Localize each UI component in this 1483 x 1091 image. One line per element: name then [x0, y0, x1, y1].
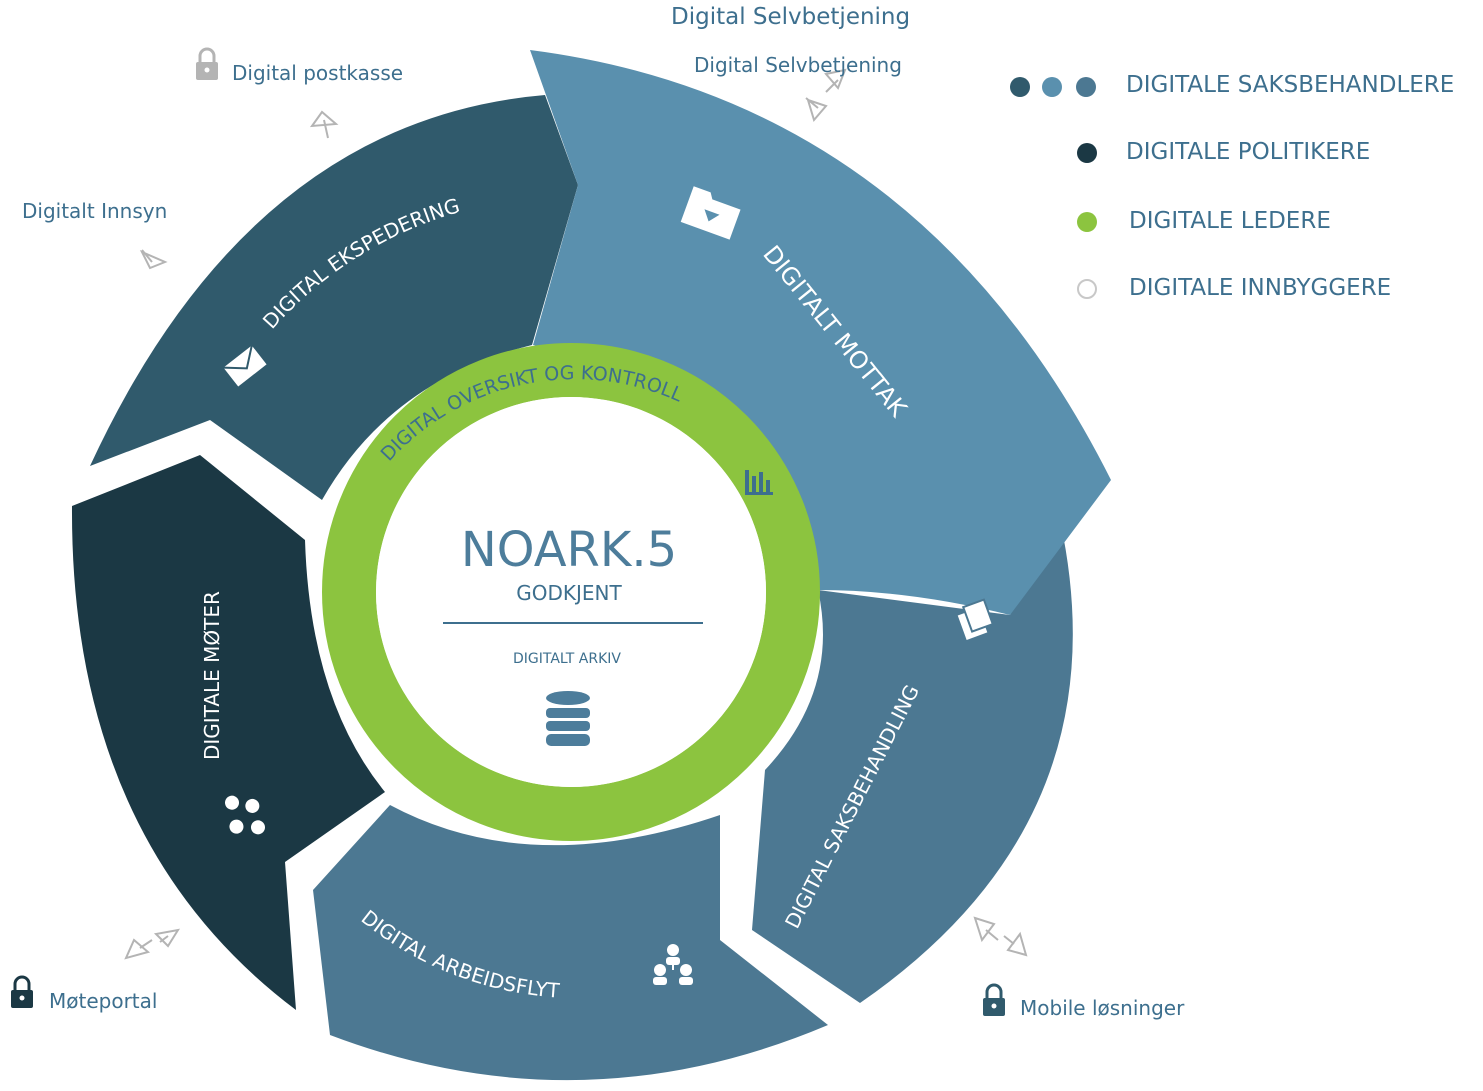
lock-icon — [983, 983, 1005, 1016]
segment-digitalt-mottak[interactable] — [530, 50, 1111, 615]
segment-digital-saksbehandling[interactable] — [752, 520, 1073, 1003]
database-icon — [546, 691, 590, 746]
envelope-icon — [223, 345, 267, 387]
legend-dot-saksbehandlere-3 — [1076, 77, 1096, 97]
legend-dot-saksbehandlere-1 — [1010, 77, 1030, 97]
label-mobile-losninger: Mobile løsninger — [1020, 996, 1185, 1020]
legend-label-ledere: DIGITALE LEDERE — [1129, 208, 1331, 234]
legend-dot-innbyggere — [1077, 279, 1097, 299]
arrow-icon — [124, 68, 1028, 960]
lock-icon — [196, 47, 218, 80]
segment-digital-ekspedering[interactable] — [90, 95, 578, 500]
label-digital-postkasse: Digital postkasse — [232, 61, 404, 85]
label-moteportal: Møteportal — [49, 989, 158, 1013]
chart-icon — [745, 470, 773, 495]
segment-digital-arbeidsflyt[interactable] — [313, 805, 828, 1081]
folder-icon — [680, 186, 741, 240]
documents-icon — [957, 598, 995, 640]
center-title: NOARK.5 — [461, 522, 677, 578]
center-caption: DIGITALT ARKIV — [513, 651, 621, 667]
segment-label-moter: DIGITALE MØTER — [200, 591, 224, 760]
legend-dot-politikere — [1077, 143, 1097, 163]
org-chart-icon — [653, 944, 693, 985]
center-subtitle: GODKJENT — [516, 581, 622, 605]
legend-label-saksbehandlere: DIGITALE SAKSBEHANDLERE — [1126, 72, 1455, 98]
label-selvbetjening: Digital Selvbetjening — [694, 53, 902, 77]
label-digitalt-innsyn: Digitalt Innsyn — [22, 199, 168, 223]
legend-label-politikere: DIGITALE POLITIKERE — [1126, 139, 1371, 165]
lock-icon — [11, 975, 33, 1008]
people-icon — [225, 795, 265, 835]
legend-label-innbyggere: DIGITALE INNBYGGERE — [1129, 275, 1392, 301]
label-top-selvbetjening: Digital Selvbetjening — [671, 4, 911, 30]
kontroll-ring — [322, 343, 820, 841]
center-disc — [376, 397, 766, 787]
legend-dot-ledere — [1077, 212, 1097, 232]
legend-dot-saksbehandlere-2 — [1042, 77, 1062, 97]
segment-digitale-moter[interactable] — [71, 455, 385, 1010]
